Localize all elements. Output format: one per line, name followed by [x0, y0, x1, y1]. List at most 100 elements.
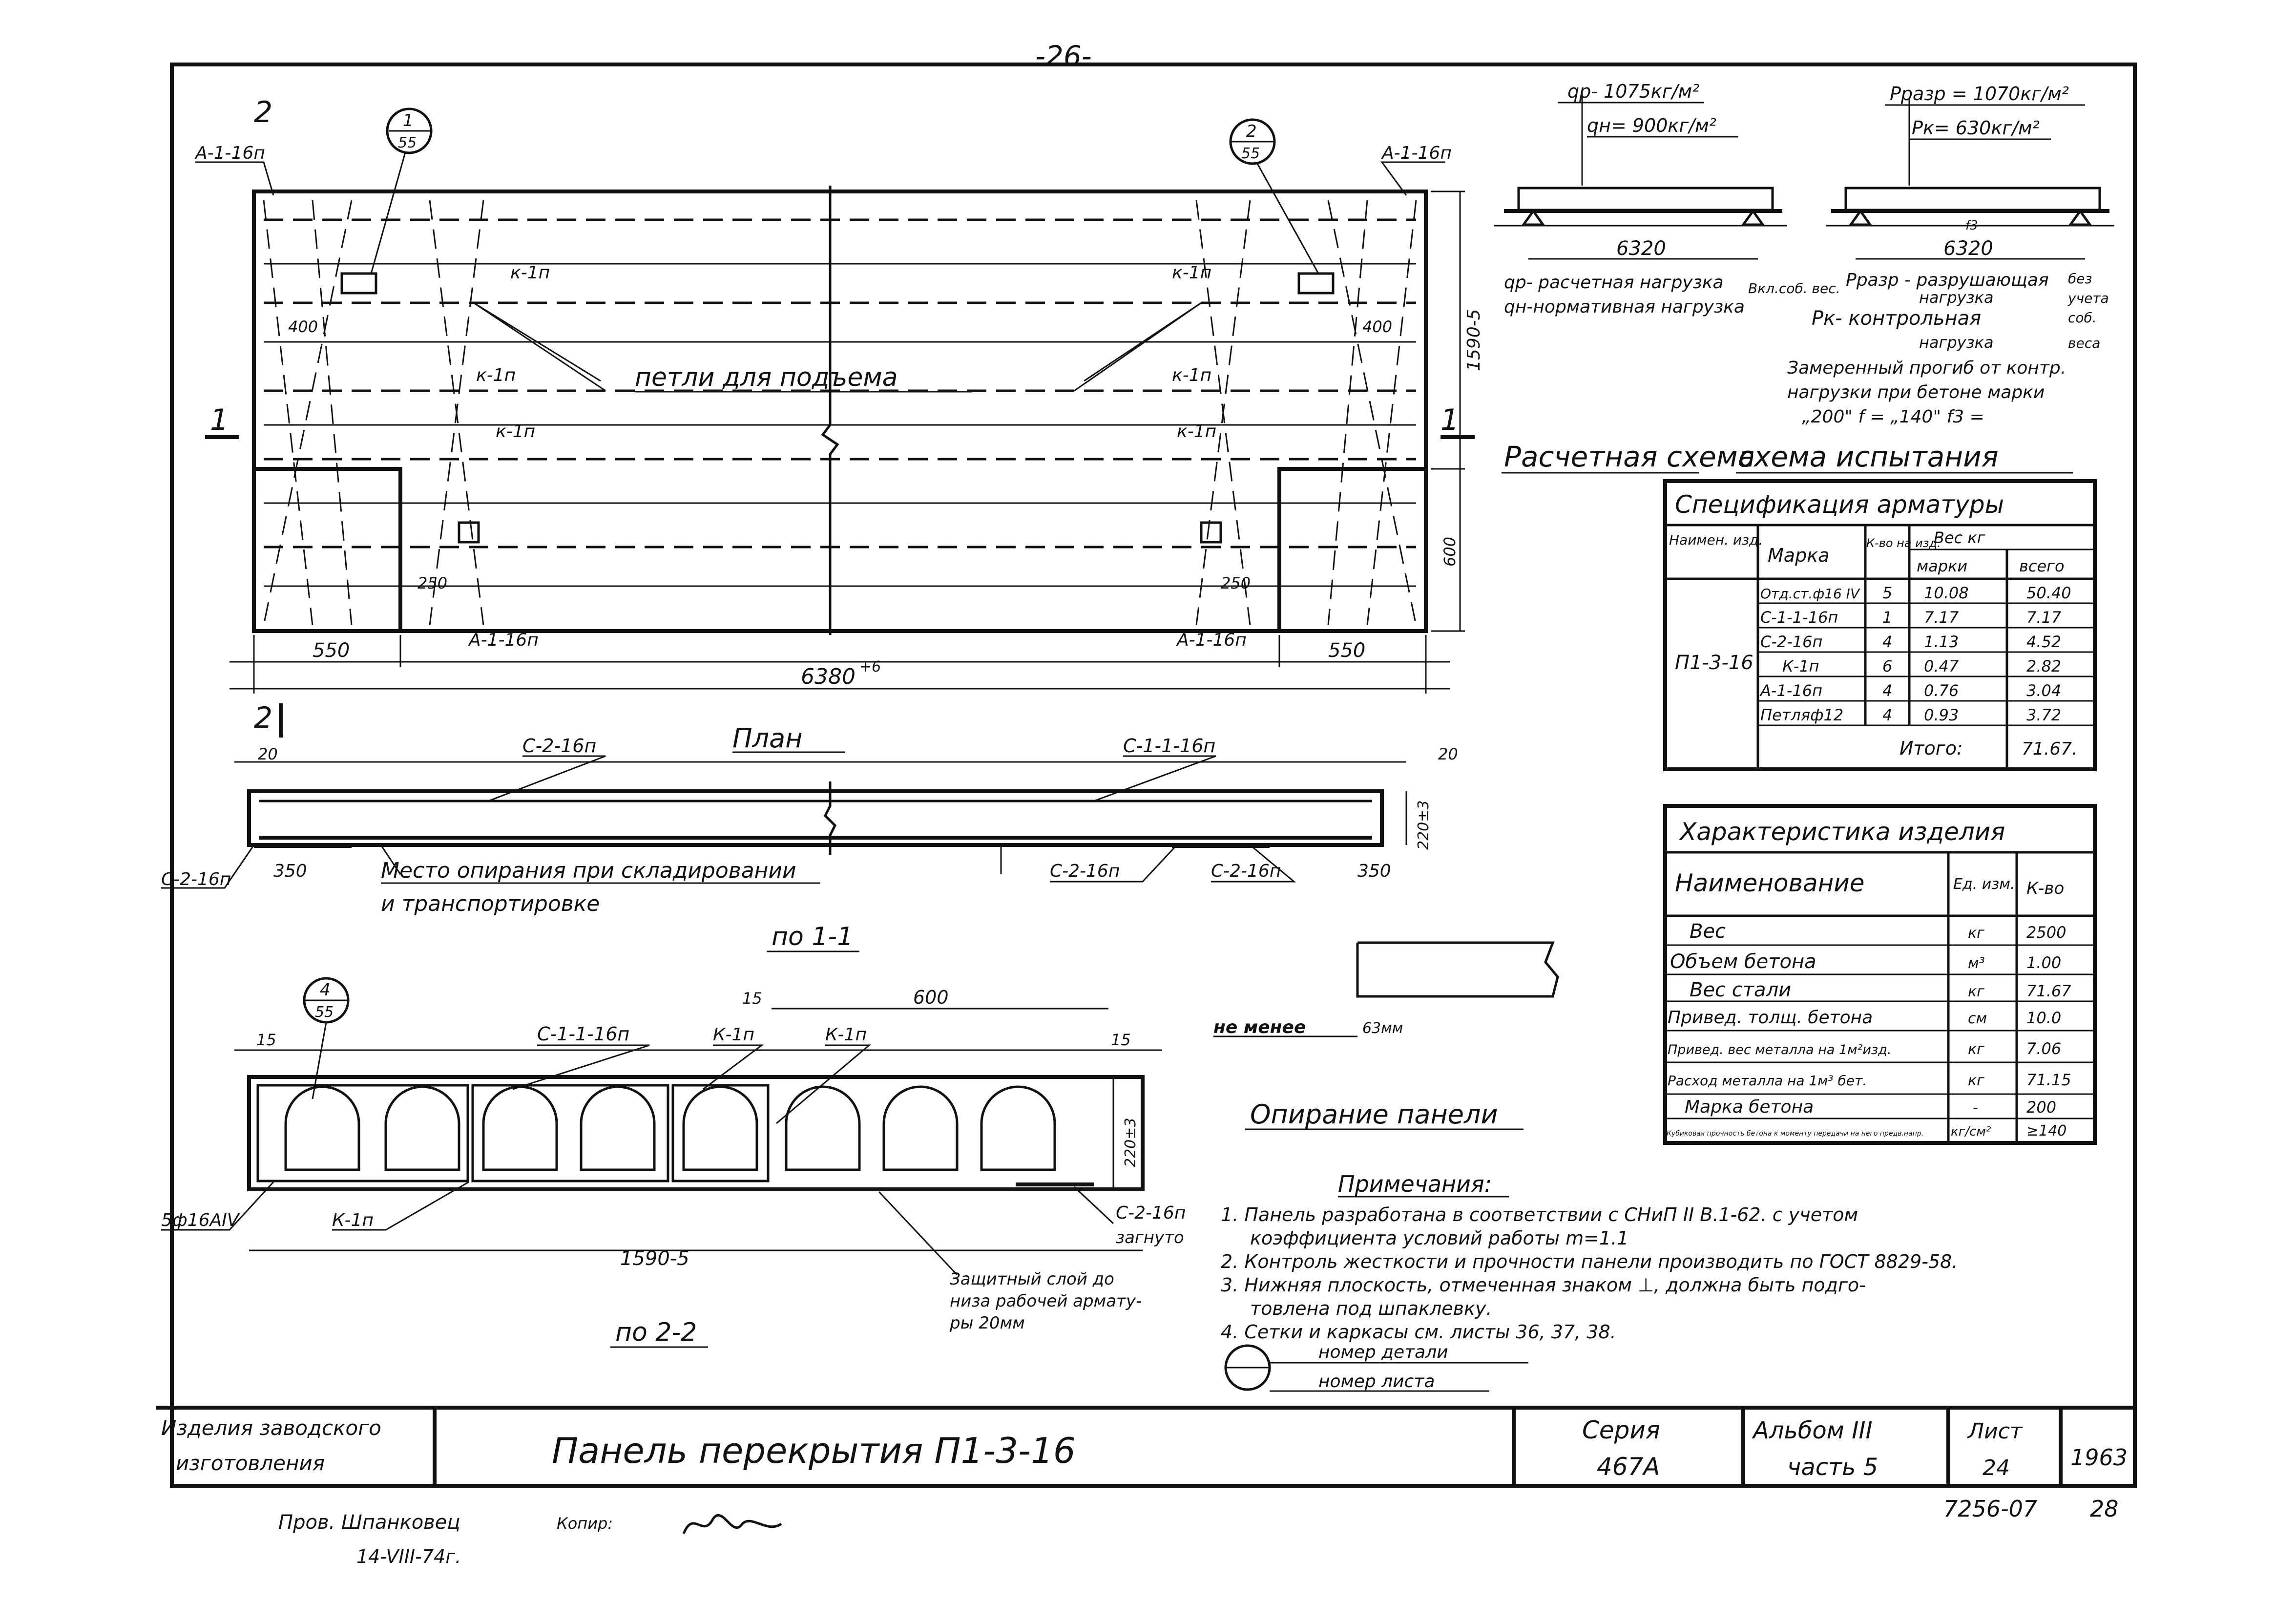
leader: [312, 1022, 327, 1099]
legend-2: номер листа: [1318, 1372, 1435, 1392]
leader: [161, 844, 255, 889]
note-line: 1. Панель разработана в соответствии с С…: [1221, 1204, 1858, 1225]
calc-supports: [1521, 209, 1765, 226]
calc-span: 6320: [1616, 237, 1666, 260]
plan-label-a1-bl: А-1-16п: [468, 630, 539, 650]
calc-legend-side: Вкл.соб. вес.: [1748, 280, 1840, 296]
test-measured-1: Замеренный прогиб от контр.: [1787, 358, 2066, 378]
char-name: Вес: [1690, 920, 1726, 943]
leader: [195, 161, 274, 196]
support-title: Опирание панели: [1250, 1099, 1498, 1130]
char-name: Привед. вес металла на 1м²изд.: [1668, 1042, 1892, 1057]
s22-dim-15c: 15: [1111, 1031, 1131, 1049]
calc-scheme: qр- 1075кг/м² qн= 900кг/м² 6320 qр- расч…: [1494, 81, 1840, 474]
s22-label-k1c: К-1п: [332, 1210, 374, 1230]
char-unit: кг/см²: [1951, 1124, 1991, 1139]
leader: [332, 1181, 469, 1231]
spec-total: 2.82: [2026, 657, 2061, 675]
char-unit: -: [1973, 1099, 1978, 1117]
signature: [682, 1514, 782, 1534]
leader: [488, 755, 606, 802]
leader: [512, 1044, 650, 1090]
tb-sheet: 24: [1983, 1456, 2010, 1480]
plan-diagonals-left: [263, 200, 484, 626]
tb-year: 1963: [2070, 1444, 2128, 1471]
spec-mark: Отд.ст.ф16 IV: [1760, 586, 1860, 602]
doc-number: 7256-07: [1943, 1496, 2037, 1522]
char-unit: кг: [1968, 925, 1984, 942]
plan-loop: [340, 272, 377, 295]
plan-loop-leader: [1074, 302, 1202, 392]
note-line: 3. Нижняя плоскость, отмеченная знаком ⊥…: [1221, 1274, 1866, 1296]
char-unit: см: [1968, 1010, 1987, 1027]
plan-label-k1: к-1п: [1177, 422, 1216, 442]
char-name: Объем бетона: [1670, 950, 1816, 973]
char-qty: 2500: [2026, 923, 2066, 942]
callout-left-leader: [370, 152, 406, 274]
plan-label-k1: к-1п: [510, 263, 550, 283]
char-name: Кубиковая прочность бетона к моменту пер…: [1667, 1130, 1923, 1138]
checked-date: 14-VIII-74г.: [356, 1546, 461, 1567]
char-h-qty: К-во: [2026, 879, 2064, 898]
calc-legend-2: qн-нормативная нагрузка: [1504, 297, 1745, 317]
s22-label-k1b: К-1п: [825, 1025, 867, 1045]
plan-label-k1: к-1п: [1172, 365, 1211, 385]
plan-outline: [252, 190, 1428, 633]
sheet-frame: [170, 63, 2137, 1488]
char-name: Привед. толщ. бетона: [1668, 1008, 1873, 1028]
calc-qp: qр- 1075кг/м²: [1567, 81, 1699, 102]
plan-dim-250-left: 250: [417, 574, 447, 592]
spec-w: 10.08: [1924, 584, 1969, 602]
test-legend-side-3: соб.: [2068, 310, 2097, 326]
leader: [380, 844, 401, 875]
char-unit: кг: [1968, 983, 1984, 1000]
plan-loops-label: петли для подъема: [635, 363, 898, 392]
s22-dim-height: 220±3: [1122, 1118, 1139, 1167]
char-h-unit: Ед. изм.: [1953, 876, 2015, 893]
s22-cover-3: ры 20мм: [949, 1313, 1025, 1333]
char-name: Расход металла на 1м³ бет.: [1668, 1073, 1867, 1089]
note-line: 2. Контроль жесткости и прочности панели…: [1221, 1251, 1958, 1272]
spec-total-label: Итого:: [1899, 738, 1963, 759]
section-1-1: 20 20 220±3 С-2-16п С-1-1-16п С-2-16п 35…: [161, 735, 1458, 952]
plan-dim-550-left: 550: [313, 639, 350, 662]
s11-dim-350-right: 350: [1357, 861, 1391, 881]
tb-title: Панель перекрытия П1-3-16: [552, 1430, 1076, 1471]
plan-label-k1: к-1п: [476, 365, 516, 385]
leader: [1073, 1186, 1114, 1224]
spec-total: 4.52: [2026, 633, 2061, 651]
s11-dim-20-right: 20: [1438, 745, 1458, 763]
s11-label-c2-top: С-2-16п: [522, 735, 596, 757]
spec-count: 4: [1882, 706, 1892, 724]
test-legend-3: Рк- контрольная: [1812, 307, 1981, 330]
spec-w: 0.47: [1924, 657, 1959, 675]
s11-dim-height: 220±3: [1415, 801, 1432, 850]
section22-frame: [256, 1084, 469, 1182]
callout-right-leader: [1256, 163, 1319, 274]
test-title: схема испытания: [1738, 440, 1999, 473]
spec-total-value: 71.67.: [2022, 739, 2078, 759]
tb-left-1: Изделия заводского: [161, 1416, 381, 1440]
callout-right-top: 2: [1246, 122, 1257, 141]
section22-title: по 2-2: [615, 1318, 697, 1347]
plan-label-a1-br: А-1-16п: [1176, 630, 1247, 650]
char-qty: 71.67: [2026, 982, 2071, 1000]
s22-cover-1: Защитный слой до: [950, 1269, 1114, 1289]
spec-outline: [1663, 479, 2097, 771]
plan-loop: [458, 521, 480, 544]
spec-count: 4: [1882, 681, 1892, 700]
section22-frame: [671, 1084, 770, 1182]
callout-left-top: 1: [403, 111, 414, 130]
spec-total: 7.17: [2026, 608, 2062, 627]
plan-dim-width: 1590-5: [1464, 309, 1484, 371]
plan-dim-400-left: 400: [288, 317, 318, 336]
spec-product: П1-3-16: [1675, 652, 1753, 674]
calc-load: [1517, 187, 1774, 211]
plan-diagonals-right: [1195, 200, 1417, 626]
s11-support-text-1: Место опирания при складировании: [381, 858, 796, 883]
test-p-razr: Рразр = 1070кг/м²: [1890, 83, 2069, 105]
s22-dim-15a: 15: [256, 1031, 276, 1049]
plan-loop: [1297, 272, 1335, 295]
s22-label-bars: 5ф16АIV: [161, 1210, 240, 1230]
